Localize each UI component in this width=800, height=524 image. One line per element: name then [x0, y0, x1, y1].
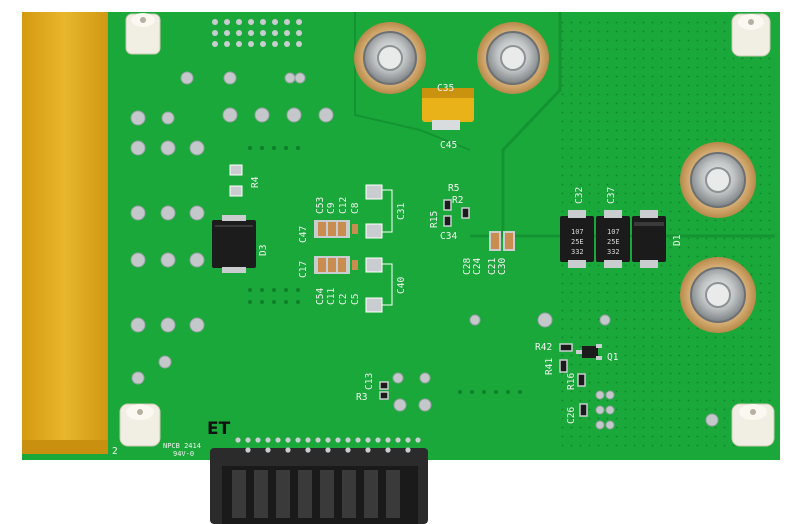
ceramic-cap-bank-upper — [314, 220, 358, 238]
label-q1: Q1 — [607, 352, 619, 363]
label-c35: C35 — [437, 83, 454, 94]
c37-marking-1: 107 — [607, 228, 620, 236]
gold-finger-tip — [22, 440, 108, 454]
label-r4: R4 — [250, 176, 261, 188]
label-c9: C9 — [326, 202, 337, 214]
label-r2: R2 — [452, 195, 463, 206]
standoff-bottom-left — [119, 403, 161, 447]
label-c37: C37 — [606, 187, 617, 204]
fab-line-1: NPCB 2414 — [163, 442, 201, 450]
resistor-r4 — [229, 164, 243, 197]
gold-finger — [22, 12, 108, 454]
connector-pad-row — [232, 436, 421, 453]
label-c40: C40 — [396, 277, 407, 294]
header-pads-top — [212, 19, 302, 47]
c32-marking-1: 107 — [571, 228, 584, 236]
label-c2: C2 — [338, 294, 349, 305]
capacitor-c21-c30 — [489, 231, 515, 251]
terminal-boss-3 — [680, 142, 756, 218]
label-c8: C8 — [350, 202, 361, 214]
standoff-bottom-right — [731, 403, 775, 447]
capacitor-c40-pads — [365, 257, 393, 313]
label-d3: D3 — [258, 245, 269, 256]
ceramic-cap-bank-lower — [314, 256, 358, 274]
label-c30: C30 — [497, 258, 508, 275]
label-c47: C47 — [298, 226, 309, 243]
pour-boundary — [501, 12, 562, 235]
c32-marking-2: 25E — [571, 238, 584, 246]
label-c53: C53 — [315, 197, 326, 214]
label-r5: R5 — [448, 183, 459, 194]
diode-d3 — [212, 215, 256, 273]
transistor-q1 — [576, 344, 602, 360]
label-c54: C54 — [315, 288, 326, 305]
label-c12: C12 — [338, 197, 349, 214]
capacitor-c32: 107 25E 332 — [560, 210, 594, 268]
small-resistors — [379, 199, 588, 417]
label-c17: C17 — [298, 261, 309, 278]
label-c21: C21 — [487, 258, 498, 275]
capacitor-c31-pads — [365, 184, 393, 239]
capacitor-c35 — [422, 88, 474, 130]
label-r41: R41 — [544, 358, 555, 375]
label-d1: D1 — [672, 234, 683, 246]
diode-d1 — [632, 210, 666, 268]
fab-line-2: 94V-0 — [173, 450, 194, 458]
capacitor-c37: 107 25E 332 — [596, 210, 630, 268]
label-c32: C32 — [574, 187, 585, 204]
label-c5: C5 — [350, 294, 361, 305]
c32-marking-3: 332 — [571, 248, 584, 256]
corner-mark: 2 — [112, 446, 118, 457]
terminal-boss-2 — [477, 22, 549, 94]
small-vias — [248, 146, 522, 394]
label-c11: C11 — [326, 288, 337, 305]
terminal-boss-4 — [680, 257, 756, 333]
label-c45: C45 — [440, 140, 457, 151]
c37-marking-2: 25E — [607, 238, 620, 246]
standoff-top-right — [731, 13, 771, 57]
label-r16: R16 — [566, 373, 577, 390]
label-c13: C13 — [364, 373, 375, 390]
label-c31: C31 — [396, 203, 407, 220]
label-c34: C34 — [440, 231, 457, 242]
fab-brand-mark: ET — [207, 419, 231, 439]
label-r42: R42 — [535, 342, 552, 353]
label-r3: R3 — [356, 392, 367, 403]
terminal-boss-1 — [354, 22, 426, 94]
label-r15: R15 — [429, 211, 440, 228]
bottom-connector — [210, 448, 428, 524]
standoff-top-left — [125, 13, 161, 55]
label-c24: C24 — [472, 258, 483, 275]
through-hole-pads — [130, 71, 719, 430]
label-c26: C26 — [566, 407, 577, 424]
label-c28: C28 — [462, 258, 473, 275]
c37-marking-3: 332 — [607, 248, 620, 256]
